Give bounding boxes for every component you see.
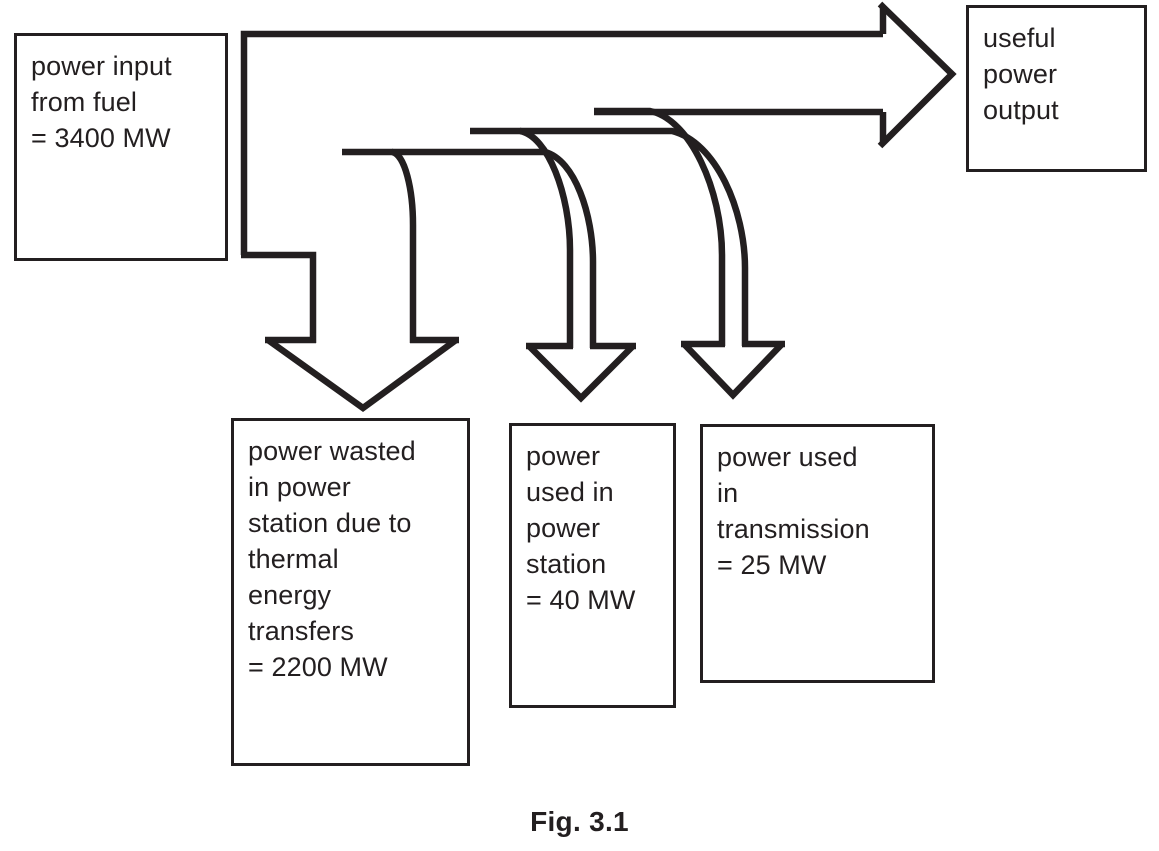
branch-wasted-curve xyxy=(342,148,417,343)
branch-station-arrowhead xyxy=(526,343,636,403)
box-power-input-from-fuel-label: power input from fuel = 3400 MW xyxy=(31,51,172,154)
box-power-wasted-thermal: power wasted in power station due to the… xyxy=(231,418,470,766)
box-power-used-in-transmission-label: power used in transmission = 25 MW xyxy=(717,442,870,581)
box-power-used-in-transmission: power used in transmission = 25 MW xyxy=(700,424,935,683)
figure-caption: Fig. 3.1 xyxy=(530,806,629,837)
box-useful-power-output: useful power output xyxy=(966,5,1147,172)
branch-station-right-curve xyxy=(392,148,597,348)
box-useful-power-output-label: useful power output xyxy=(983,23,1059,126)
box-power-input-from-fuel: power input from fuel = 3400 MW xyxy=(14,33,228,261)
box-power-wasted-thermal-label: power wasted in power station due to the… xyxy=(248,436,416,683)
branch-arrow-wasted xyxy=(265,148,459,413)
branch-transmission-arrowhead xyxy=(681,341,785,400)
main-arrow-top-edge xyxy=(240,30,883,255)
box-power-used-in-power-station-label: power used in power station = 40 MW xyxy=(526,441,636,616)
main-arrow-bottom-left-corner xyxy=(241,251,317,343)
main-flow-arrow xyxy=(240,1,957,343)
branch-transmission-right-curve xyxy=(520,127,749,346)
main-arrowhead xyxy=(877,1,957,149)
branch-transmission-left-curve xyxy=(594,107,726,346)
branch-wasted-arrowhead xyxy=(266,337,458,413)
branch-arrow-transmission xyxy=(520,107,785,400)
branch-station-left-curve xyxy=(470,127,574,348)
box-power-used-in-power-station: power used in power station = 40 MW xyxy=(509,423,676,708)
